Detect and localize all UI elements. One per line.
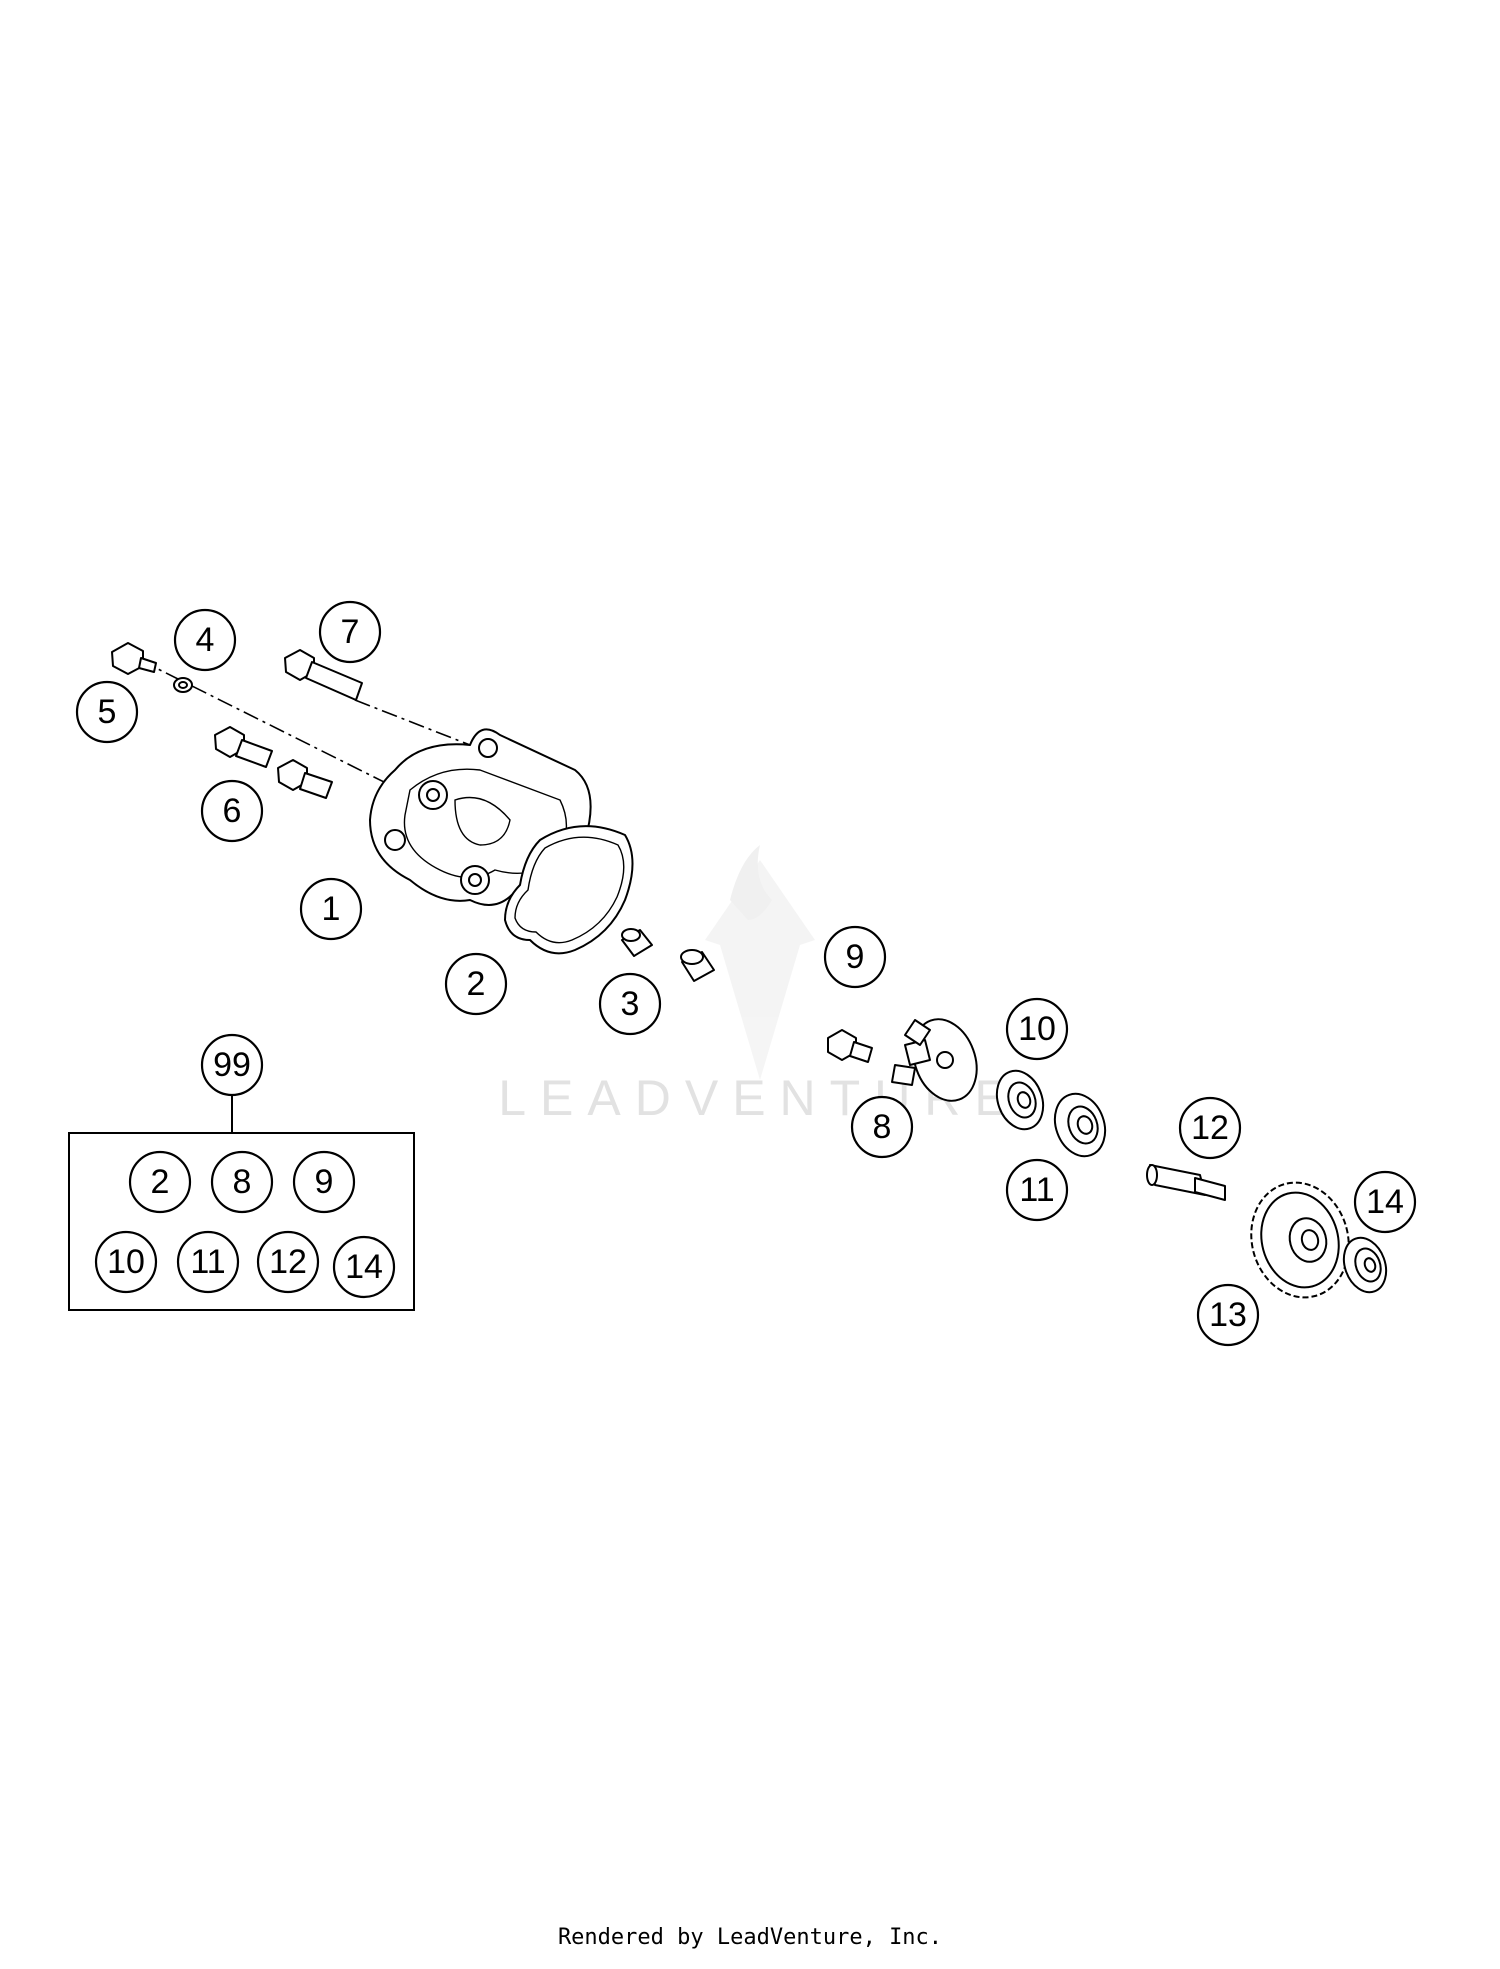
svg-text:4: 4 xyxy=(196,621,215,659)
kit-item-12: 12 xyxy=(256,1230,320,1294)
svg-text:99: 99 xyxy=(213,1046,251,1084)
leadventure-watermark-logo-icon xyxy=(705,845,815,1080)
footer-credit: Rendered by LeadVenture, Inc. xyxy=(557,1925,943,1950)
svg-text:9: 9 xyxy=(315,1163,334,1201)
svg-text:12: 12 xyxy=(269,1243,307,1281)
callout-1: 1 xyxy=(299,877,363,941)
kit-item-2: 2 xyxy=(128,1150,192,1214)
callout-3: 3 xyxy=(598,972,662,1036)
callout-9: 9 xyxy=(823,925,887,989)
part-12-shaft xyxy=(1146,1164,1226,1201)
svg-text:2: 2 xyxy=(151,1163,170,1201)
svg-text:6: 6 xyxy=(223,792,242,830)
svg-text:14: 14 xyxy=(345,1248,383,1286)
kit-99-group: 99 2 8 9 10 11 12 14 xyxy=(68,1033,415,1311)
part-7-long-bolt xyxy=(284,649,363,701)
part-13-gear xyxy=(1250,1181,1350,1299)
callout-6: 6 xyxy=(200,779,264,843)
svg-text:2: 2 xyxy=(467,965,486,1003)
part-6-bolt-upper xyxy=(214,726,273,768)
kit-box xyxy=(68,1132,415,1311)
kit-item-9: 9 xyxy=(292,1150,356,1214)
callout-7: 7 xyxy=(318,600,382,664)
svg-text:8: 8 xyxy=(233,1163,252,1201)
callout-2: 2 xyxy=(444,952,508,1016)
kit-item-14: 14 xyxy=(332,1235,396,1299)
svg-text:11: 11 xyxy=(1019,1171,1054,1209)
kit-label: 99 xyxy=(200,1033,264,1097)
svg-text:3: 3 xyxy=(621,985,640,1023)
callout-10: 10 xyxy=(1005,997,1069,1061)
callout-14: 14 xyxy=(1353,1170,1417,1234)
svg-text:12: 12 xyxy=(1191,1109,1229,1147)
part-3-bushing-large xyxy=(680,949,715,982)
kit-item-8: 8 xyxy=(210,1150,274,1214)
part-8-impeller xyxy=(891,1018,978,1102)
part-2-o-ring-gasket xyxy=(504,825,634,955)
part-6-bolt-lower xyxy=(277,759,333,799)
callout-11: 11 xyxy=(1005,1158,1069,1222)
svg-text:9: 9 xyxy=(846,938,865,976)
svg-text:7: 7 xyxy=(341,613,360,651)
part-10-bearing xyxy=(995,1069,1045,1131)
part-4-washer xyxy=(173,677,193,693)
callout-12: 12 xyxy=(1178,1096,1242,1160)
part-9-screw xyxy=(827,1029,873,1063)
svg-text:5: 5 xyxy=(98,693,117,731)
kit-item-10: 10 xyxy=(94,1230,158,1294)
kit-item-11: 11 xyxy=(176,1230,240,1294)
svg-text:10: 10 xyxy=(1018,1010,1056,1048)
callout-5: 5 xyxy=(75,680,139,744)
part-14-bearing xyxy=(1342,1236,1388,1294)
part-11-bearing xyxy=(1053,1092,1107,1158)
svg-text:11: 11 xyxy=(190,1243,225,1281)
svg-text:14: 14 xyxy=(1366,1183,1404,1221)
callout-4: 4 xyxy=(173,608,237,672)
svg-text:8: 8 xyxy=(873,1108,892,1146)
svg-text:1: 1 xyxy=(322,890,341,928)
callout-13: 13 xyxy=(1196,1283,1260,1347)
part-5-bolt xyxy=(111,642,157,675)
callout-8: 8 xyxy=(850,1095,914,1159)
svg-text:13: 13 xyxy=(1209,1296,1247,1334)
assembly-line-bolt-7 xyxy=(354,699,471,746)
svg-text:10: 10 xyxy=(107,1243,145,1281)
assembly-line-bolt-5 xyxy=(139,659,401,791)
part-3-bushing-small xyxy=(621,928,653,957)
